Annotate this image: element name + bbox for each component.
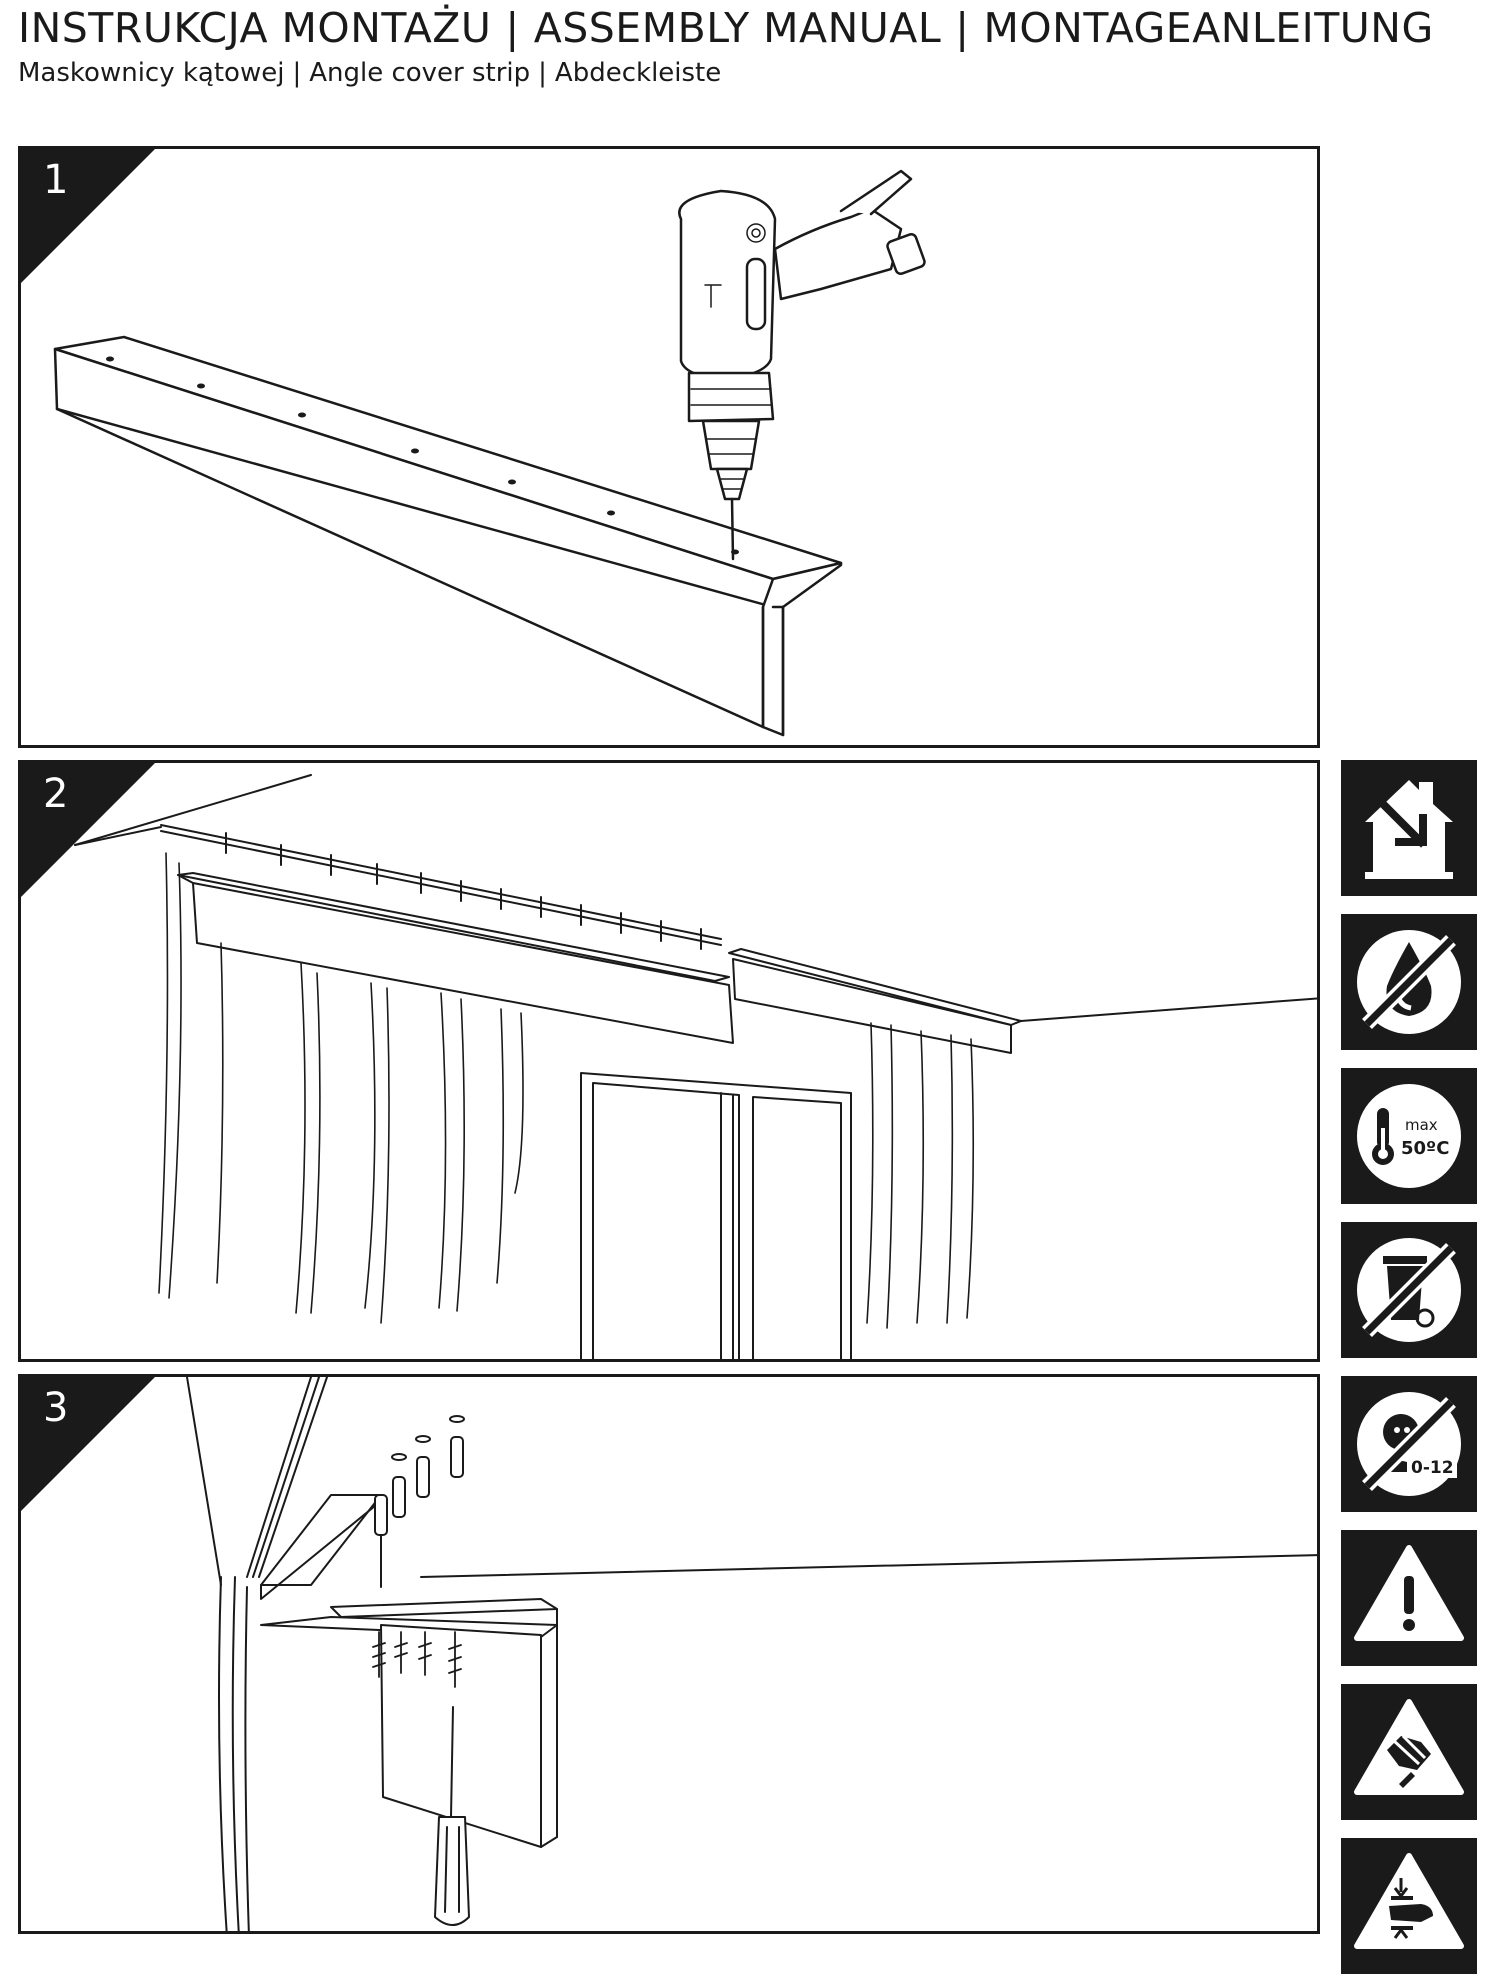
step-2-corner <box>21 763 155 897</box>
age-label: 0-12 <box>1411 1458 1454 1478</box>
title-en: ASSEMBLY MANUAL <box>533 4 942 52</box>
step-3-panel: 3 <box>18 1374 1320 1934</box>
page-title: INSTRUKCJA MONTAŻU | ASSEMBLY MANUAL | MONTA… <box>18 4 1434 52</box>
subtitle-de: Abdeckleiste <box>554 58 722 88</box>
max-label: max <box>1405 1116 1438 1134</box>
subtitle-separator: | <box>292 58 302 88</box>
screw-mounting-illustration <box>186 1377 1317 1931</box>
title-separator: | <box>955 4 970 52</box>
drill-strip-illustration <box>53 169 926 737</box>
title-pl: INSTRUKCJA MONTAŻU <box>18 4 492 52</box>
step-1-number: 1 <box>43 157 69 203</box>
subtitle-pl: Maskownicy kątowej <box>18 58 285 88</box>
indoor-use-icon <box>1341 760 1477 896</box>
step-1-corner <box>21 149 155 283</box>
step-1-panel: 1 <box>18 146 1320 748</box>
step-2-number: 2 <box>43 771 69 817</box>
page-subtitle: Maskownicy kątowej|Angle cover strip|Abd… <box>18 58 721 88</box>
crush-hazard-icon <box>1341 1838 1477 1974</box>
breakage-hazard-icon <box>1341 1684 1477 1820</box>
step-2-panel: 2 <box>18 760 1320 1362</box>
temperature-label: 50ºC <box>1401 1138 1449 1159</box>
title-de: MONTAGEANLEITUNG <box>983 4 1434 52</box>
subtitle-en: Angle cover strip <box>309 58 531 88</box>
step-3-number: 3 <box>43 1385 69 1431</box>
warning-icon <box>1341 1530 1477 1666</box>
subtitle-separator: | <box>538 58 547 88</box>
step-3-corner <box>21 1377 155 1511</box>
max-temperature-icon: max 50ºC <box>1341 1068 1477 1204</box>
no-household-waste-icon <box>1341 1222 1477 1358</box>
curtain-rail-cover-illustration <box>74 774 1317 1359</box>
title-separator: | <box>505 4 520 52</box>
not-for-children-icon: 0-12 <box>1341 1376 1477 1512</box>
no-water-icon <box>1341 914 1477 1050</box>
